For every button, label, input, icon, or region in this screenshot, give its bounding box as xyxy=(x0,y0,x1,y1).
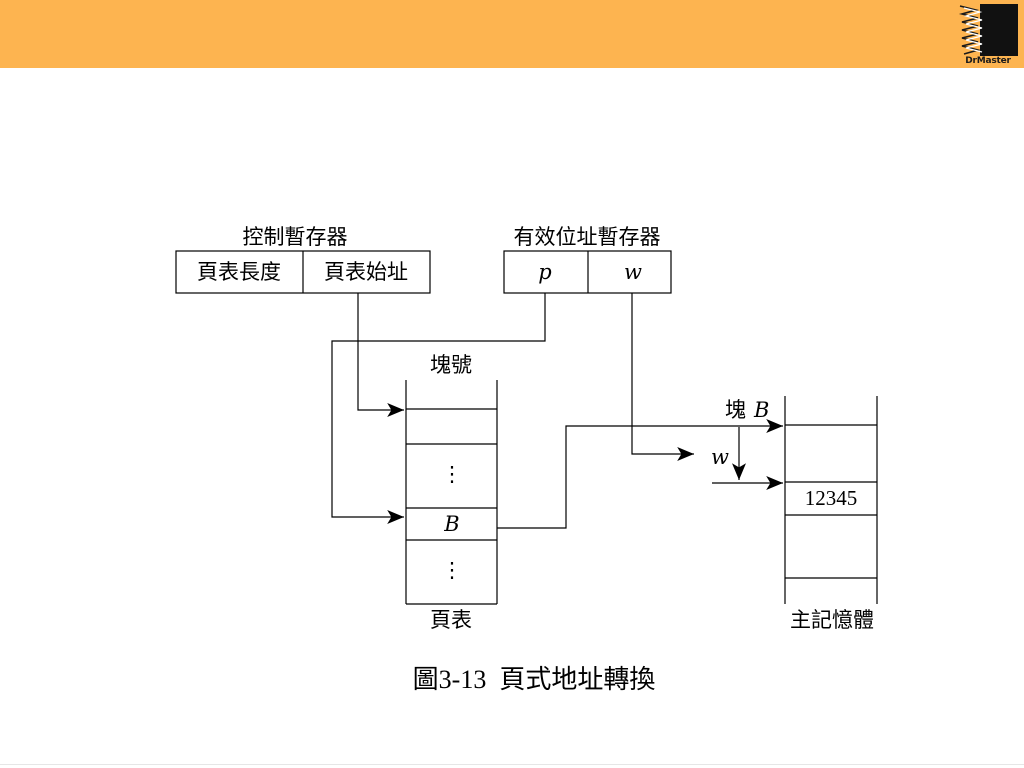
page-table-header: 塊號 xyxy=(430,353,472,377)
page-table-entry-b: B xyxy=(443,512,459,536)
control-register-title: 控制暫存器 xyxy=(243,225,348,249)
address-register-title: 有效位址暫存器 xyxy=(514,225,661,249)
page-table-footer: 頁表 xyxy=(430,608,472,632)
memory-footer: 主記憶體 xyxy=(790,608,874,632)
logo-text: DrMaster xyxy=(965,56,1011,66)
page-table-ellipsis: ⋮ xyxy=(442,558,463,582)
block-number-arrow xyxy=(497,419,783,529)
offset-arrow xyxy=(631,293,694,461)
block-label-var: B xyxy=(753,398,769,422)
page-number-arrow xyxy=(331,293,546,524)
memory-value: 12345 xyxy=(805,486,858,510)
page-table-ellipsis: ⋮ xyxy=(442,462,463,486)
page-table-base-cell: 頁表始址 xyxy=(324,260,408,284)
base-address-arrow xyxy=(357,293,405,417)
header-bar: DrMaster xyxy=(0,0,1024,68)
block-label: 塊 xyxy=(725,398,746,422)
page-number-cell: p xyxy=(538,260,551,284)
offset-cell: w xyxy=(624,260,642,284)
footer-line xyxy=(0,764,1024,765)
drmaster-logo-icon: DrMaster xyxy=(956,2,1020,66)
page-table-length-cell: 頁表長度 xyxy=(197,260,281,284)
offset-label: w xyxy=(711,445,729,469)
figure-caption: 圖3-13 頁式地址轉換 xyxy=(413,665,656,694)
